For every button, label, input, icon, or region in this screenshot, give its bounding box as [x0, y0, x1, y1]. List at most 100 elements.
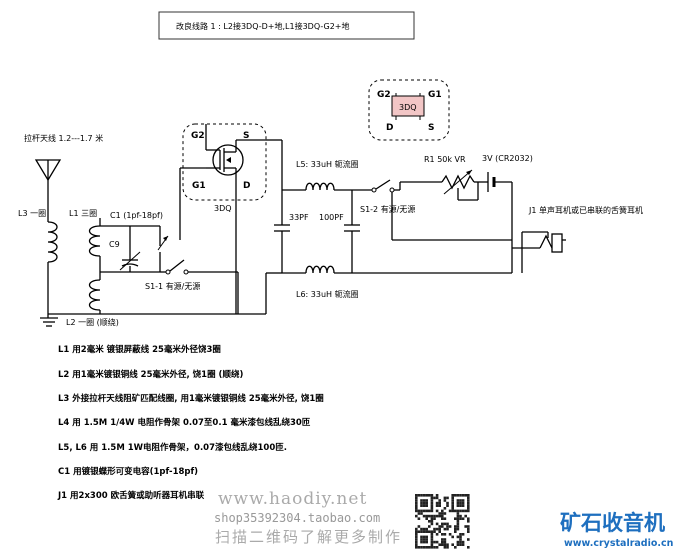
qr-module — [428, 494, 431, 497]
qr-module — [459, 543, 462, 546]
choke-l5 — [305, 182, 335, 191]
qr-module — [417, 509, 421, 513]
qr-module — [451, 509, 454, 513]
pin-g1-label: G1 — [192, 181, 206, 191]
qr-module — [435, 494, 439, 497]
qr-module — [467, 507, 470, 510]
label-battery: 3V (CR2032) — [482, 154, 533, 163]
qr-module — [422, 527, 426, 531]
title-box — [158, 11, 415, 40]
qr-module — [459, 494, 462, 497]
watermark-scan: 扫描二维码了解更多制作 — [215, 528, 402, 546]
note-line: L4 用 1.5M 1/4W 电阻作骨架 0.07至0.1 毫米漆包线乱绕30匝 — [58, 417, 311, 428]
qr-module — [420, 512, 423, 515]
qr-module — [451, 543, 454, 546]
qr-module — [435, 514, 439, 518]
qr-module — [438, 504, 441, 507]
qr-module — [422, 538, 426, 541]
brand-name: 矿石收音机 — [560, 511, 665, 535]
label-c1: C1 (1pf-18pf) — [110, 211, 163, 220]
qr-module — [433, 546, 436, 549]
qr-module — [454, 509, 457, 513]
qr-module — [443, 522, 447, 526]
qr-module — [422, 530, 426, 533]
qr-module — [467, 504, 470, 507]
qr-module — [467, 501, 470, 505]
qr-module — [438, 512, 441, 515]
label-s1-1: S1-1 有源/无源 — [145, 281, 200, 291]
battery — [487, 172, 513, 240]
inset-pin-g2: G2 — [377, 90, 391, 100]
qr-module — [461, 499, 465, 502]
qr-module — [415, 535, 418, 539]
qr-module — [420, 494, 423, 497]
watermark-site: www.haodiy.net — [218, 489, 367, 509]
qr-module — [454, 517, 457, 520]
coil-l3 — [47, 205, 58, 318]
qr-module — [433, 530, 436, 533]
qr-module — [417, 525, 421, 528]
qr-module — [433, 540, 436, 544]
qr-module — [451, 507, 454, 510]
qr-module — [420, 501, 423, 505]
qr-module — [430, 538, 434, 541]
qr-module — [441, 522, 444, 526]
qr-module — [415, 504, 418, 507]
label-l1: L1 三圈 — [69, 209, 97, 218]
qr-module — [456, 499, 460, 502]
qr-module — [467, 496, 470, 500]
qr-module — [430, 501, 434, 505]
qr-module — [438, 543, 441, 546]
qr-module — [448, 525, 452, 528]
antenna-label: 拉杆天线 1.2---1.7 米 — [24, 133, 103, 143]
qr-module — [443, 546, 447, 549]
transistor-label: 3DQ — [214, 204, 232, 213]
qr-module — [430, 533, 434, 536]
qr-module — [425, 509, 428, 513]
qr-module — [446, 496, 449, 500]
qr-module — [415, 540, 418, 544]
qr-module — [459, 540, 462, 544]
qr-module — [464, 509, 467, 513]
qr-module — [441, 538, 444, 541]
qr-module — [456, 520, 460, 523]
qr-module — [461, 504, 465, 507]
qr-module — [459, 499, 462, 502]
qr-module — [425, 517, 428, 520]
qr-module — [456, 522, 460, 526]
qr-module — [430, 504, 434, 507]
qr-module — [438, 530, 441, 533]
inset-pin-s: S — [428, 123, 434, 133]
qr-module — [451, 504, 454, 507]
qr-module — [438, 525, 441, 528]
note-line: L3 外接拉杆天线阻矿匹配线圈, 用1毫米镀银铜线 25毫米外径, 饶1圈 — [58, 393, 324, 404]
qr-module — [425, 527, 428, 531]
choke-l6 — [305, 265, 335, 274]
qr-module — [459, 535, 462, 539]
qr-module — [441, 525, 444, 528]
qr-module — [443, 517, 447, 520]
qr-module — [441, 509, 444, 513]
qr-module — [456, 540, 460, 544]
qr-module — [430, 540, 434, 544]
qr-module — [467, 517, 470, 520]
qr-module — [441, 543, 444, 546]
qr-module — [430, 546, 434, 549]
qr-module — [461, 543, 465, 546]
qr-module — [461, 517, 465, 520]
ground-symbol — [40, 317, 58, 327]
qr-module — [430, 530, 434, 533]
title-text: 改良线路 1 : L2接3DQ-D+地,L1接3DQ-G2+地 — [176, 21, 350, 31]
pin-s-label: S — [243, 131, 249, 141]
qr-module — [422, 535, 426, 539]
qr-module — [422, 499, 426, 502]
antenna-symbol — [34, 159, 62, 205]
qr-module — [430, 494, 434, 497]
qr-module — [417, 546, 421, 549]
qr-module — [425, 494, 428, 497]
inset-chip-label: 3DQ — [399, 103, 417, 112]
qr-module — [441, 512, 444, 515]
qr-module — [467, 530, 470, 533]
note-line: L2 用1毫米镀银铜线 25毫米外径, 饶1圈 (顺绕) — [58, 369, 243, 380]
qr-module — [422, 504, 426, 507]
